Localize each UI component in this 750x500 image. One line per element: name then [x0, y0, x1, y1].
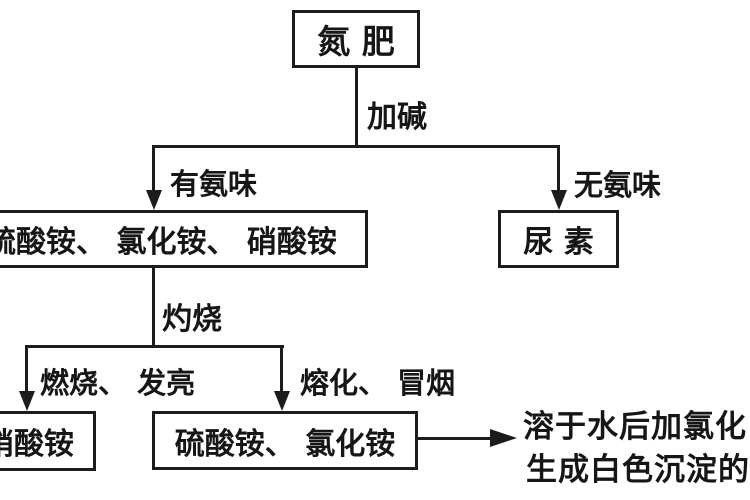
result-note-line2: 生成白色沉淀的: [526, 452, 750, 488]
arrow-down-icon: [146, 190, 162, 210]
connector-branch2-bar: [25, 345, 284, 348]
connector-branch2-left: [25, 345, 28, 393]
connector-result-arrow-shaft: [418, 437, 493, 440]
arrow-down-icon: [19, 391, 35, 411]
arrow-down-icon: [551, 190, 567, 210]
edge-label-no-ammonia: 无氨味: [574, 168, 662, 202]
node-urea-label: 尿 素: [523, 225, 594, 260]
node-nitrogen-fertilizer-label: 氮 肥: [317, 22, 395, 61]
node-ammonium-sulfate-chloride-label: 硫酸铵、 氯化铵: [174, 426, 396, 462]
edge-label-burns-bright: 燃烧、 发亮: [40, 366, 196, 400]
node-urea: 尿 素: [498, 210, 619, 268]
connector-branch1-left: [152, 145, 155, 192]
result-note-line1: 溶于水后加氯化: [523, 409, 747, 445]
arrow-right-icon: [490, 429, 517, 447]
node-nitrogen-fertilizer: 氮 肥: [292, 10, 420, 68]
node-ammonium-nitrate-label: 硝酸铵: [0, 427, 74, 462]
connector-branch2-right: [280, 345, 283, 393]
edge-label-ignite: 灼烧: [162, 302, 222, 337]
node-ammonium-sulfate-chloride: 硫酸铵、 氯化铵: [152, 411, 418, 470]
node-ammonium-salts: 硫酸铵、 氯化铵、 硝酸铵: [0, 210, 368, 268]
edge-label-melts-smokes: 熔化、 冒烟: [300, 366, 456, 400]
edge-label-has-ammonia: 有氨味: [170, 167, 258, 201]
connector-branch1-bar: [152, 145, 560, 148]
node-ammonium-nitrate: 硝酸铵: [0, 411, 96, 471]
connector-ignite-down: [152, 266, 155, 347]
node-ammonium-salts-label: 硫酸铵、 氯化铵、 硝酸铵: [0, 225, 337, 260]
edge-label-add-alkali: 加碱: [367, 100, 427, 135]
connector-branch1-right: [557, 145, 560, 192]
arrow-down-icon: [274, 391, 290, 411]
connector-root-down: [355, 67, 358, 147]
